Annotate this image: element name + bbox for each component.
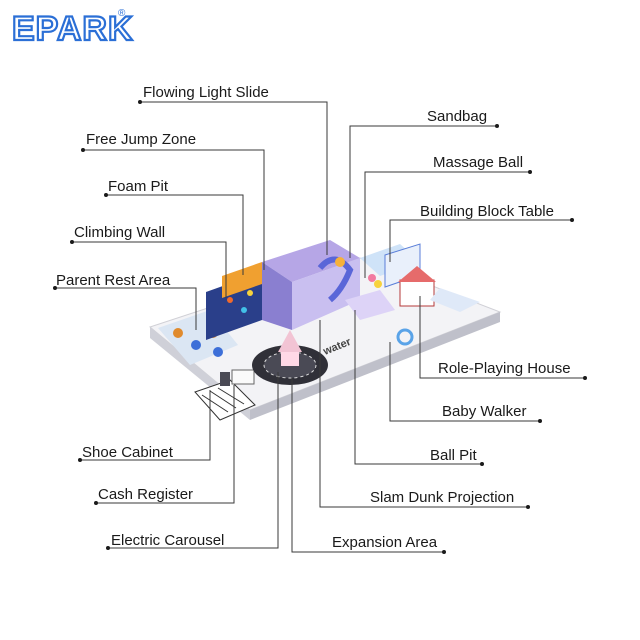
leader-dot: [94, 501, 98, 505]
leader-cash-register: [96, 385, 235, 504]
chair: [191, 340, 201, 350]
registered-mark: ®: [118, 8, 126, 19]
leader-dot: [495, 124, 499, 128]
leader-dot: [538, 419, 542, 423]
hold: [247, 290, 253, 296]
massage-ball: [374, 280, 382, 288]
hold: [227, 297, 233, 303]
leader-dot: [138, 100, 142, 104]
chair: [213, 347, 223, 357]
label-free-jump-zone: Free Jump Zone: [86, 131, 196, 148]
label-expansion-area: Expansion Area: [332, 534, 438, 551]
leader-foam-pit: [106, 194, 244, 275]
leader-dot: [583, 376, 587, 380]
leader-ball-pit: [354, 310, 482, 465]
label-slam-dunk-projection: Slam Dunk Projection: [370, 489, 514, 506]
ball-pit: [345, 290, 395, 320]
label-massage-ball: Massage Ball: [433, 154, 523, 171]
carousel-body: [281, 352, 299, 366]
shoe-cabinet-unit: [220, 372, 230, 386]
leader-slam-dunk-projection: [319, 320, 528, 508]
role-playing-house-roof: [398, 266, 436, 282]
leader-expansion-area: [291, 378, 444, 553]
label-flowing-light-slide: Flowing Light Slide: [143, 84, 269, 101]
stripe: [217, 387, 245, 405]
massage-ball: [368, 274, 376, 282]
callout-labels: Flowing Light Slide Free Jump Zone Foam …: [56, 84, 571, 551]
leader-shoe-cabinet: [80, 390, 211, 461]
leader-lines: [53, 100, 587, 554]
label-parent-rest-area: Parent Rest Area: [56, 272, 171, 289]
stripe: [201, 394, 229, 413]
carousel-roof: [278, 330, 302, 352]
leader-dot: [104, 193, 108, 197]
leader-dot: [526, 505, 530, 509]
expansion-corner: [430, 288, 480, 312]
label-ball-pit: Ball Pit: [430, 447, 478, 464]
role-playing-house: [399, 279, 435, 307]
foam-pit-block: [222, 262, 262, 298]
leader-role-playing-house: [419, 296, 585, 379]
label-foam-pit: Foam Pit: [108, 178, 169, 195]
leader-dot: [528, 170, 532, 174]
leader-dot: [570, 218, 574, 222]
leader-dot: [70, 240, 74, 244]
playground-illustration: water: [148, 240, 502, 421]
leader-dot: [442, 550, 446, 554]
leader-free-jump-zone: [83, 149, 265, 270]
label-shoe-cabinet: Shoe Cabinet: [82, 444, 174, 461]
label-electric-carousel: Electric Carousel: [111, 532, 224, 549]
leader-dot: [53, 286, 57, 290]
tube-slide: [317, 256, 354, 303]
baby-walker-ring: [396, 328, 414, 346]
leader-climbing-wall: [72, 241, 227, 298]
label-climbing-wall: Climbing Wall: [74, 224, 165, 241]
leader-dot: [81, 148, 85, 152]
climbing-wall-block: [206, 272, 262, 340]
leader-dot: [106, 546, 110, 550]
slide-structure-top: [262, 240, 360, 282]
light-ball: [335, 257, 345, 267]
hold: [241, 307, 247, 313]
slide-structure-front: [292, 258, 360, 330]
leader-massage-ball: [364, 171, 530, 278]
label-sandbag: Sandbag: [427, 108, 487, 125]
logo-text: EPARK: [12, 10, 134, 48]
stripe: [209, 390, 237, 409]
leader-building-block-table: [389, 219, 572, 262]
label-cash-register: Cash Register: [98, 486, 193, 503]
chair: [173, 328, 183, 338]
leader-flowing-light-slide: [140, 101, 328, 255]
cash-register-desk: [231, 369, 255, 385]
leader-dot: [78, 458, 82, 462]
platform-right-edge: [250, 312, 500, 420]
label-role-playing-house: Role-Playing House: [438, 360, 571, 377]
label-building-block-table: Building Block Table: [420, 203, 554, 220]
leader-sandbag: [349, 125, 497, 258]
slide-structure-side: [262, 262, 292, 330]
leader-electric-carousel: [108, 372, 279, 549]
leader-parent-rest-area: [55, 287, 197, 330]
leader-baby-walker: [389, 342, 540, 422]
epark-logo: EPARK ®: [11, 8, 134, 49]
label-baby-walker: Baby Walker: [442, 403, 526, 420]
leader-dot: [480, 462, 484, 466]
